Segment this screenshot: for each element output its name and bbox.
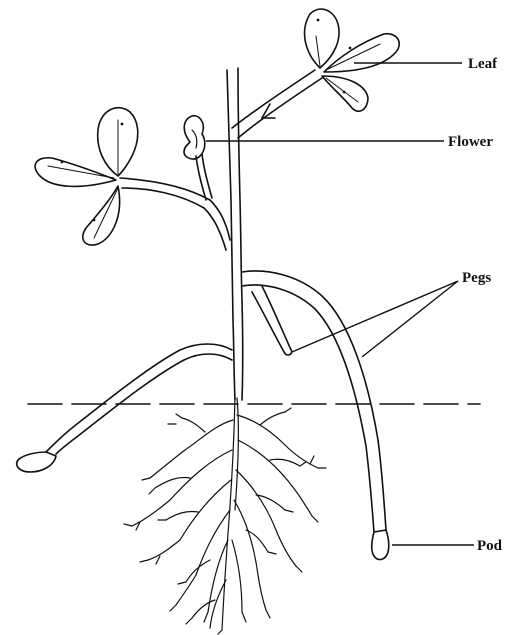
leader-lines — [206, 63, 474, 545]
pegs-leader-b — [362, 281, 458, 357]
leaf-cluster-left — [35, 108, 138, 245]
labels: Leaf Flower Pegs Pod — [448, 56, 503, 554]
label-pod: Pod — [477, 538, 503, 554]
label-leaf: Leaf — [468, 56, 498, 72]
left-peg — [17, 344, 232, 472]
label-flower: Flower — [448, 134, 493, 150]
leaf-cluster-top — [305, 9, 400, 111]
root-system — [124, 398, 326, 634]
upper-right-branch — [232, 70, 322, 138]
flower — [184, 116, 205, 159]
middle-peg — [252, 286, 292, 355]
label-pegs: Pegs — [462, 270, 491, 286]
main-stem — [227, 68, 243, 400]
left-branch — [120, 154, 230, 250]
